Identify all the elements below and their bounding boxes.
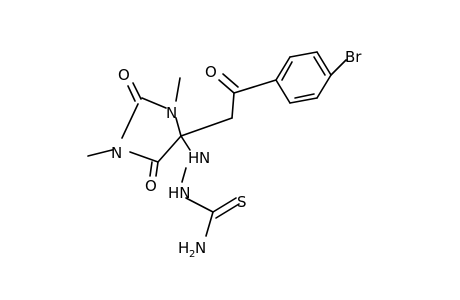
bonds bbox=[87, 51, 347, 237]
atom-h2n-n: N bbox=[195, 239, 206, 257]
bond-co-aryl bbox=[233, 79, 277, 94]
bond-ar-inner-1 bbox=[294, 93, 315, 99]
bond-ar-5 bbox=[289, 51, 318, 58]
atom-o-ketone: O bbox=[205, 63, 217, 81]
bond-ketone-double-b bbox=[222, 73, 239, 88]
atom-h2n-h: H bbox=[178, 239, 189, 257]
atom-labels: O N N O O Br H N HN S H 2 N bbox=[111, 48, 362, 260]
atom-n-upper: N bbox=[199, 149, 210, 167]
bond-ch2-co bbox=[231, 92, 235, 119]
bond-ar-1 bbox=[275, 79, 291, 104]
atom-h-upper: H bbox=[188, 149, 199, 167]
bond-ar-3 bbox=[316, 74, 332, 99]
bond-n1-methyl bbox=[87, 149, 113, 157]
bond-c5-n1 bbox=[129, 151, 159, 163]
bond-cs-nh2 bbox=[205, 211, 214, 237]
bond-hn-cs bbox=[185, 197, 214, 213]
bond-ar-br bbox=[330, 59, 347, 76]
atom-s: S bbox=[237, 193, 247, 211]
bond-c4-ch2 bbox=[180, 117, 233, 137]
bond-ar-inner-2 bbox=[313, 56, 326, 76]
bond-cs-double-a bbox=[212, 197, 237, 213]
bond-n3-methyl bbox=[175, 77, 181, 102]
atom-n-ring-top: N bbox=[166, 104, 177, 122]
atom-br: Br bbox=[345, 48, 362, 66]
bond-ar-4 bbox=[316, 51, 332, 76]
bond-ar-2 bbox=[289, 97, 318, 104]
bond-n-n bbox=[181, 167, 187, 183]
atom-hn-lower: HN bbox=[168, 184, 191, 202]
atom-n-ring-left: N bbox=[111, 144, 122, 162]
bond-cs-double-b bbox=[215, 203, 240, 219]
bond-c2-n3 bbox=[141, 97, 167, 109]
bond-n1-c2 bbox=[121, 103, 139, 139]
bond-c5-o-double-a bbox=[155, 161, 159, 177]
bond-ketone-double-a bbox=[218, 79, 235, 94]
atom-h2n-subscript: 2 bbox=[189, 249, 195, 260]
bond-ar-inner-3 bbox=[281, 61, 293, 81]
bond-c2-o-double-b bbox=[127, 85, 136, 102]
bond-c4-nh bbox=[180, 135, 191, 151]
bond-n3-c4 bbox=[175, 117, 182, 137]
bond-c5-o-double-b bbox=[149, 161, 153, 177]
bond-ar-6 bbox=[275, 56, 291, 81]
atom-o-ring-bottom: O bbox=[145, 177, 157, 195]
atom-o-ring-top: O bbox=[118, 66, 130, 84]
bond-c2-o-double-a bbox=[132, 82, 142, 100]
bond-c4-c5 bbox=[157, 135, 182, 163]
